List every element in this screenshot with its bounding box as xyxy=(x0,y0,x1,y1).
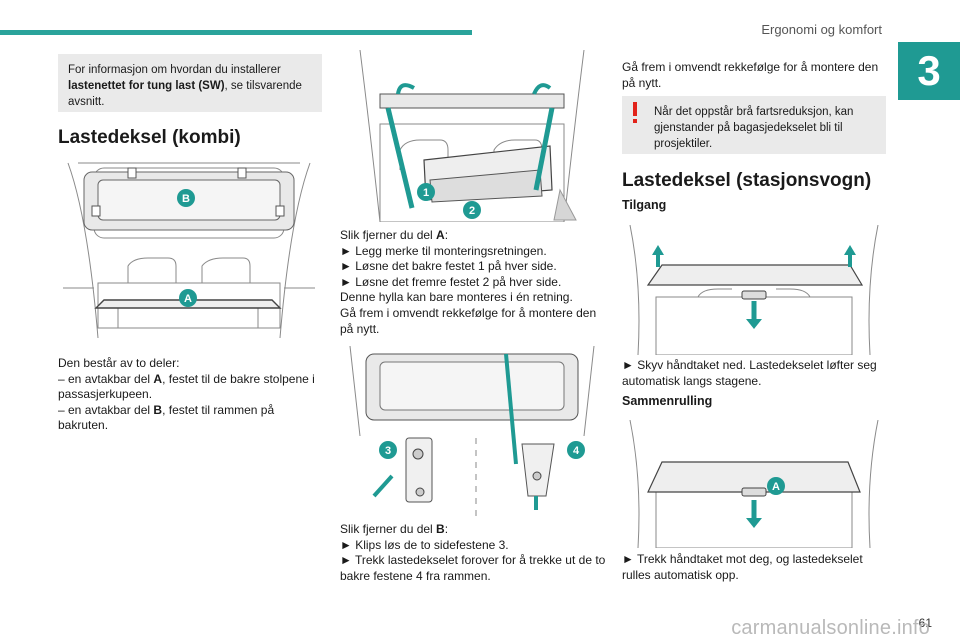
label-b: B xyxy=(182,193,190,205)
warning-exclamation-icon xyxy=(633,102,637,123)
figure-rollup: A xyxy=(629,420,879,548)
parts-description: Den består av to deler: – en avtakbar de… xyxy=(58,356,324,434)
info-text-end: , se tilsvarende avsnitt. xyxy=(68,80,302,108)
step-b-2: ► Trekk lastedekselet forover for å trek… xyxy=(340,553,606,583)
label-a: A xyxy=(184,293,192,305)
watermark: carmanualsonline.info xyxy=(731,617,930,639)
page-number: 61 xyxy=(918,616,932,630)
heading-hatchback: Lastedeksel (kombi) xyxy=(58,127,241,148)
note-reverse: Gå frem i omvendt rekkefølge for å monte… xyxy=(340,305,597,336)
info-text: For informasjon om hvordan du installere… xyxy=(68,64,281,76)
subheading-rollup: Sammenrulling xyxy=(622,394,713,408)
step-a-2: ► Løsne det bakre festet 1 på hver side. xyxy=(340,259,557,274)
label-3: 3 xyxy=(385,445,391,457)
label-2: 2 xyxy=(469,205,475,217)
part-a-item: – en avtakbar del A, festet til de bakre… xyxy=(58,371,315,402)
section-title: Ergonomi og komfort xyxy=(761,22,882,37)
info-bold-text: lastenettet for tung last (SW) xyxy=(68,80,225,92)
label-1: 1 xyxy=(423,187,429,199)
figure-remove-part-a: 1 2 xyxy=(359,50,585,222)
figure-hatchback-parcel-shelf: B A xyxy=(63,162,315,339)
remove-b-intro: Slik fjerner du del B: xyxy=(340,522,449,536)
figure-remove-part-b: 3 4 xyxy=(349,346,595,518)
step-a-1: ► Legg merke til monteringsretningen. xyxy=(340,243,547,258)
note-one-direction: Denne hylla kan bare monteres i én retni… xyxy=(340,290,573,305)
step-b-1: ► Klips løs de to sidefestene 3. xyxy=(340,537,509,552)
remove-a-intro: Slik fjerner du del A: xyxy=(340,228,449,242)
remove-part-b-steps: Slik fjerner du del B: ► Klips løs de to… xyxy=(340,522,606,584)
chapter-badge: 3 xyxy=(898,42,960,100)
part-b-item: – en avtakbar del B, festet til rammen p… xyxy=(58,402,275,433)
warning-box: Når det oppstår brå fartsreduksjon, kan … xyxy=(622,96,886,154)
parts-intro: Den består av to deler: xyxy=(58,356,180,370)
heading-stationwagon: Lastedeksel (stasjonsvogn) xyxy=(622,170,872,191)
reassemble-text: Gå frem i omvendt rekkefølge for å monte… xyxy=(622,60,879,90)
rollup-text: ► Trekk håndtaket mot deg, og lastedekse… xyxy=(622,552,863,582)
subheading-access: Tilgang xyxy=(622,198,667,212)
step-a-3: ► Løsne det fremre festet 2 på hver side… xyxy=(340,274,562,289)
label-a-rollup: A xyxy=(772,481,780,493)
access-text: ► Skyv håndtaket ned. Lastedekselet løft… xyxy=(622,358,877,388)
figure-access xyxy=(629,225,879,355)
remove-part-a-steps: Slik fjerner du del A: ► Legg merke til … xyxy=(340,228,606,337)
warning-text: Når det oppstår brå fartsreduksjon, kan … xyxy=(654,106,854,150)
header-accent-bar xyxy=(0,30,472,35)
info-box: For informasjon om hvordan du installere… xyxy=(58,54,322,112)
label-4: 4 xyxy=(573,445,580,457)
